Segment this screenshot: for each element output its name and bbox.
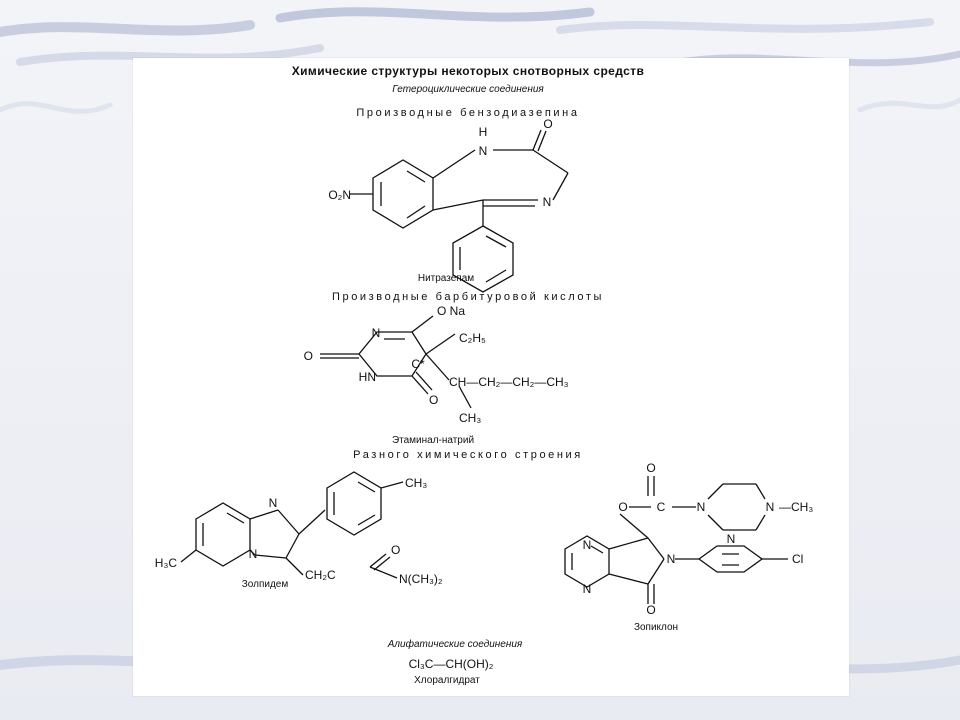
zolpidem-amide-label: N(CH₃)₂ bbox=[399, 572, 443, 586]
heterocyclic-heading: Гетероциклические соединения bbox=[392, 84, 544, 95]
zolpidem-left-methyl-label: H₃C bbox=[155, 556, 178, 570]
etaminal-o-left-label: O bbox=[304, 349, 313, 363]
aliphatic-heading: Алифатические соединения bbox=[387, 638, 523, 650]
zolpidem-top-methyl-label: CH₃ bbox=[405, 476, 427, 490]
nitrazepam-nh-label: N bbox=[479, 144, 488, 158]
etaminal-side-chain-label: CH—CH₂—CH₂—CH₃ bbox=[449, 375, 569, 389]
zopiclone-chloro-label: Cl bbox=[792, 552, 803, 566]
etaminal-hn-label: HN bbox=[359, 370, 376, 384]
zolpidem-structure: CH₃ N N H₃C CH₂C O N(CH₃)₂ Золпидем bbox=[155, 471, 443, 590]
etaminal-ring-n-top-label: N bbox=[372, 326, 381, 340]
zopiclone-pyrazine-n-bottom-label: N bbox=[583, 582, 592, 596]
zopiclone-piperazine-n1-label: N bbox=[697, 500, 706, 514]
zopiclone-ester-o-label: O bbox=[618, 500, 627, 514]
nitrazepam-structure: H N O O₂N N Нитразепам bbox=[328, 117, 569, 293]
zopiclone-name: Зопиклон bbox=[634, 622, 678, 633]
nitrazepam-name: Нитразепам bbox=[418, 273, 474, 284]
zopiclone-lactam-n-label: N bbox=[667, 552, 676, 566]
benzodiazepine-heading: Производные бензодиазепина bbox=[356, 107, 579, 119]
zolpidem-ring-n-top-label: N bbox=[269, 496, 278, 510]
etaminal-methyl-label: CH₃ bbox=[459, 411, 481, 425]
etaminal-ona-label: O Na bbox=[437, 304, 465, 318]
chemical-figure: Химические структуры некоторых снотворны… bbox=[133, 58, 849, 696]
nitrazepam-ring-n-label: N bbox=[543, 195, 552, 209]
etaminal-c-star-label: C* bbox=[411, 357, 425, 371]
zopiclone-piperazine-methyl-label: —CH₃ bbox=[779, 500, 813, 514]
chloral-hydrate-formula: Cl₃C—CH(OH)₂ bbox=[409, 657, 494, 671]
nitrazepam-h-label: H bbox=[479, 125, 488, 139]
zopiclone-pyrazine-n-top-label: N bbox=[583, 538, 592, 552]
zopiclone-pyridine-n-label: N bbox=[727, 532, 736, 546]
zolpidem-side-chain-label: CH₂C bbox=[305, 568, 336, 582]
zopiclone-carbonyl-o-top-label: O bbox=[646, 461, 655, 475]
barbiturate-heading: Производные барбитуровой кислоты bbox=[332, 291, 604, 303]
etaminal-sodium-structure: O Na N C₂H₅ O C* HN O CH—CH₂—CH₂—CH₃ CH₃… bbox=[304, 304, 569, 446]
various-heading: Разного химического строения bbox=[353, 449, 583, 461]
etaminal-name: Этаминал-натрий bbox=[392, 435, 474, 446]
etaminal-o-bottom-label: O bbox=[429, 393, 438, 407]
zopiclone-lactam-o-label: O bbox=[646, 603, 655, 617]
zolpidem-name: Золпидем bbox=[242, 579, 289, 590]
chemical-structures-diagram: Химические структуры некоторых снотворны… bbox=[155, 64, 814, 686]
zopiclone-ester-c-label: C bbox=[657, 500, 666, 514]
chloral-hydrate-name: Хлоралгидрат bbox=[414, 675, 480, 686]
nitrazepam-nitro-label: O₂N bbox=[328, 188, 351, 202]
figure-title: Химические структуры некоторых снотворны… bbox=[292, 64, 645, 78]
nitrazepam-carbonyl-o-label: O bbox=[543, 117, 552, 131]
zolpidem-ring-n-bottom-label: N bbox=[249, 547, 258, 561]
etaminal-ethyl-label: C₂H₅ bbox=[459, 331, 486, 345]
zolpidem-carbonyl-o-label: O bbox=[391, 543, 400, 557]
zopiclone-piperazine-n2-label: N bbox=[766, 500, 775, 514]
zopiclone-structure: O O C N N —CH₃ N N N N Cl O Зопиклон bbox=[564, 461, 813, 633]
